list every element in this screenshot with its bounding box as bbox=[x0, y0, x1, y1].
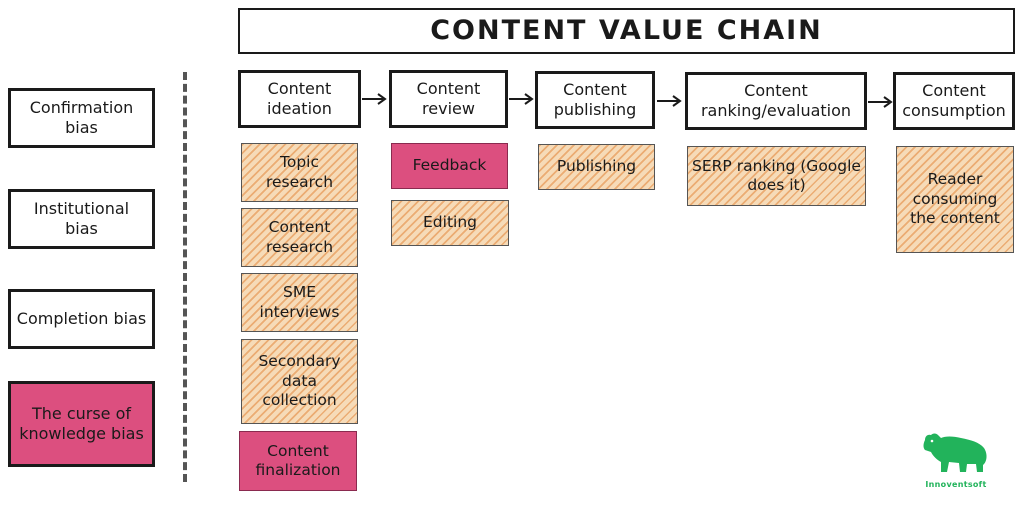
stage-content-review: Content review bbox=[389, 70, 508, 128]
arrow-icon bbox=[657, 95, 682, 107]
task-secondary-data-collection: Secondary data collection bbox=[241, 339, 358, 424]
brand-logo: Innoventsoft bbox=[918, 432, 994, 489]
task-editing: Editing bbox=[391, 200, 509, 246]
task-content-research: Content research bbox=[241, 208, 358, 267]
stage-content-ranking: Content ranking/evaluation bbox=[685, 72, 867, 130]
task-topic-research: Topic research bbox=[241, 143, 358, 202]
task-content-finalization: Content finalization bbox=[239, 431, 357, 491]
arrow-icon bbox=[509, 93, 534, 105]
dashed-divider bbox=[183, 72, 187, 482]
arrow-icon bbox=[868, 96, 893, 108]
diagram-title: CONTENT VALUE CHAIN bbox=[238, 8, 1015, 54]
bias-curse-of-knowledge: The curse of knowledge bias bbox=[8, 381, 155, 467]
task-sme-interviews: SME interviews bbox=[241, 273, 358, 332]
bias-completion: Completion bias bbox=[8, 289, 155, 349]
task-feedback: Feedback bbox=[391, 143, 508, 189]
arrow-icon bbox=[362, 93, 387, 105]
logo-text: Innoventsoft bbox=[925, 480, 987, 489]
stage-content-consumption: Content consumption bbox=[893, 72, 1015, 130]
bias-institutional: Institutional bias bbox=[8, 189, 155, 249]
task-reader-consuming: Reader consuming the content bbox=[896, 146, 1014, 253]
bear-logo-icon bbox=[923, 433, 987, 472]
bias-confirmation: Confirmation bias bbox=[8, 88, 155, 148]
stage-content-publishing: Content publishing bbox=[535, 71, 655, 129]
stage-content-ideation: Content ideation bbox=[238, 70, 361, 128]
task-publishing: Publishing bbox=[538, 144, 655, 190]
task-serp-ranking: SERP ranking (Google does it) bbox=[687, 146, 866, 206]
